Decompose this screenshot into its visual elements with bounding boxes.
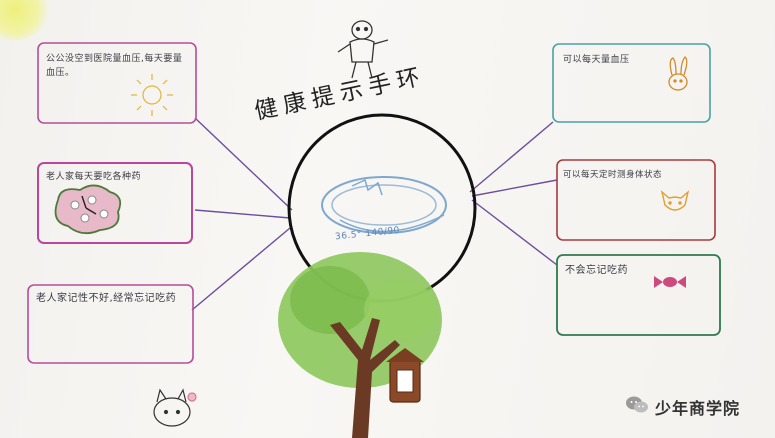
robot-doodle — [337, 20, 389, 79]
card-left-mid-border — [37, 162, 193, 244]
card-right-mid-text: 可以每天定时测身体状态 — [563, 170, 663, 180]
tree-drawing — [278, 252, 442, 438]
pill-box-doodle — [54, 184, 122, 235]
card-right-bottom-text: 不会忘记吃药 — [565, 265, 628, 276]
card-left-top-text: 公公没空到医院量血压,每天要量血压。 — [46, 54, 183, 78]
candy-doodle — [654, 276, 686, 288]
card-right-top-text: 可以每天量血压 — [563, 55, 630, 65]
card-left-mid-text: 老人家每天要吃各种药 — [46, 172, 142, 182]
kitty-doodle — [153, 388, 197, 427]
connector-lines — [191, 117, 558, 311]
card-left-bottom-text: 老人家记性不好,经常忘记吃药 — [36, 293, 177, 304]
card-left-bottom-border — [27, 284, 194, 364]
sun-doodle — [131, 74, 173, 116]
watermark: 少年商学院 — [625, 396, 740, 418]
watermark-text: 少年商学院 — [655, 399, 741, 418]
card-right-bottom-border — [556, 254, 721, 336]
wechat-icon — [625, 395, 649, 419]
card-right-top-border — [552, 43, 711, 123]
card-right-mid-border — [556, 159, 716, 241]
card-left-top-border — [37, 42, 197, 124]
rabbit-doodle — [668, 56, 688, 91]
bracelet-drawing — [321, 176, 447, 234]
cat-doodle — [660, 190, 690, 211]
